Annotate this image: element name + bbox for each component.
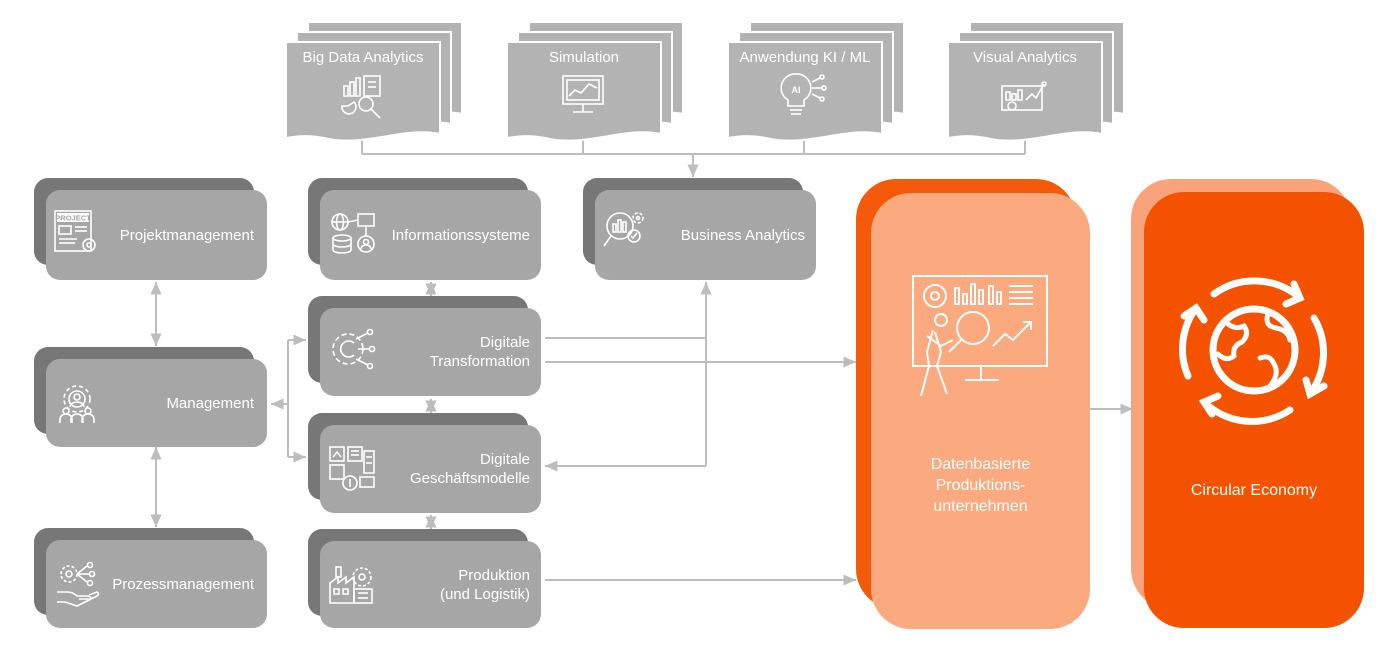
tool-label-visual-analytics: Visual Analytics bbox=[973, 49, 1077, 66]
doc-front bbox=[285, 41, 441, 142]
box-circular-economy bbox=[1131, 179, 1364, 628]
label-projektmanagement: Projektmanagement bbox=[119, 227, 254, 244]
tool-label-simulation: Simulation bbox=[548, 49, 620, 66]
tool-docs bbox=[285, 21, 1125, 142]
connectors bbox=[150, 130, 1133, 586]
label-business-analytics: Business Analytics bbox=[680, 227, 805, 244]
tool-label-ai-ml: Anwendung KI / ML bbox=[739, 49, 871, 66]
doc-ai-ml bbox=[727, 21, 905, 142]
label-management: Management bbox=[166, 395, 254, 412]
box-informationssysteme bbox=[308, 178, 541, 280]
box-front bbox=[320, 190, 541, 280]
doc-front bbox=[506, 41, 662, 142]
label-informationssysteme: Informationssysteme bbox=[391, 227, 530, 244]
box-digitale-transformation bbox=[308, 296, 541, 396]
digital-business-model-icon bbox=[329, 446, 375, 491]
box-business-analytics bbox=[583, 178, 816, 280]
box-front bbox=[595, 190, 816, 280]
label-produktion: Produktion (und Logistik) bbox=[439, 567, 530, 603]
project-management-icon: PROJECT bbox=[54, 210, 96, 252]
box-management bbox=[34, 347, 267, 447]
project-label-text: PROJECT bbox=[55, 214, 91, 223]
label-prozessmanagement: Prozessmanagement bbox=[112, 576, 254, 593]
doc-simulation bbox=[506, 21, 684, 142]
visual-analytics-icon bbox=[1001, 81, 1047, 111]
digital-transformation-icon bbox=[332, 328, 376, 370]
label-digitale-transformation: Digitale Transformation bbox=[429, 334, 530, 370]
box-front bbox=[46, 190, 267, 280]
big-data-analytics-icon bbox=[341, 75, 381, 119]
label-datenbasierte: Datenbasierte Produktions- unternehmen bbox=[930, 456, 1031, 515]
doc-front bbox=[947, 41, 1103, 142]
doc-big-data-analytics bbox=[285, 21, 463, 142]
tool-label-big-data-analytics: Big Data Analytics bbox=[302, 49, 424, 66]
label-digitale-geschaeftsmodelle: Digitale Geschäftsmodelle bbox=[409, 451, 530, 487]
box-prozessmanagement bbox=[34, 528, 267, 628]
information-systems-icon bbox=[331, 213, 375, 254]
production-factory-icon bbox=[329, 566, 373, 604]
box-digitale-geschaeftsmodelle bbox=[308, 413, 541, 513]
box-produktion bbox=[308, 529, 541, 628]
box-front bbox=[46, 359, 267, 447]
doc-front bbox=[727, 41, 883, 142]
ai-ml-icon: AI bbox=[780, 73, 827, 115]
business-analytics-icon bbox=[603, 212, 644, 247]
dashboard-presenter-icon bbox=[912, 275, 1048, 397]
box-front bbox=[871, 193, 1090, 629]
svg-text:AI: AI bbox=[792, 85, 801, 95]
label-circular-economy: Circular Economy bbox=[1190, 482, 1318, 499]
box-front bbox=[1144, 192, 1364, 628]
box-front bbox=[46, 540, 267, 628]
doc-visual-analytics bbox=[947, 21, 1125, 142]
simulation-icon bbox=[562, 75, 604, 113]
box-front bbox=[320, 541, 541, 628]
box-front bbox=[320, 308, 541, 396]
box-front bbox=[320, 425, 541, 513]
process-management-icon bbox=[57, 561, 100, 607]
management-team-gear-icon bbox=[59, 385, 95, 423]
box-datenbasierte bbox=[856, 179, 1090, 629]
circular-globe-icon bbox=[1179, 277, 1328, 425]
